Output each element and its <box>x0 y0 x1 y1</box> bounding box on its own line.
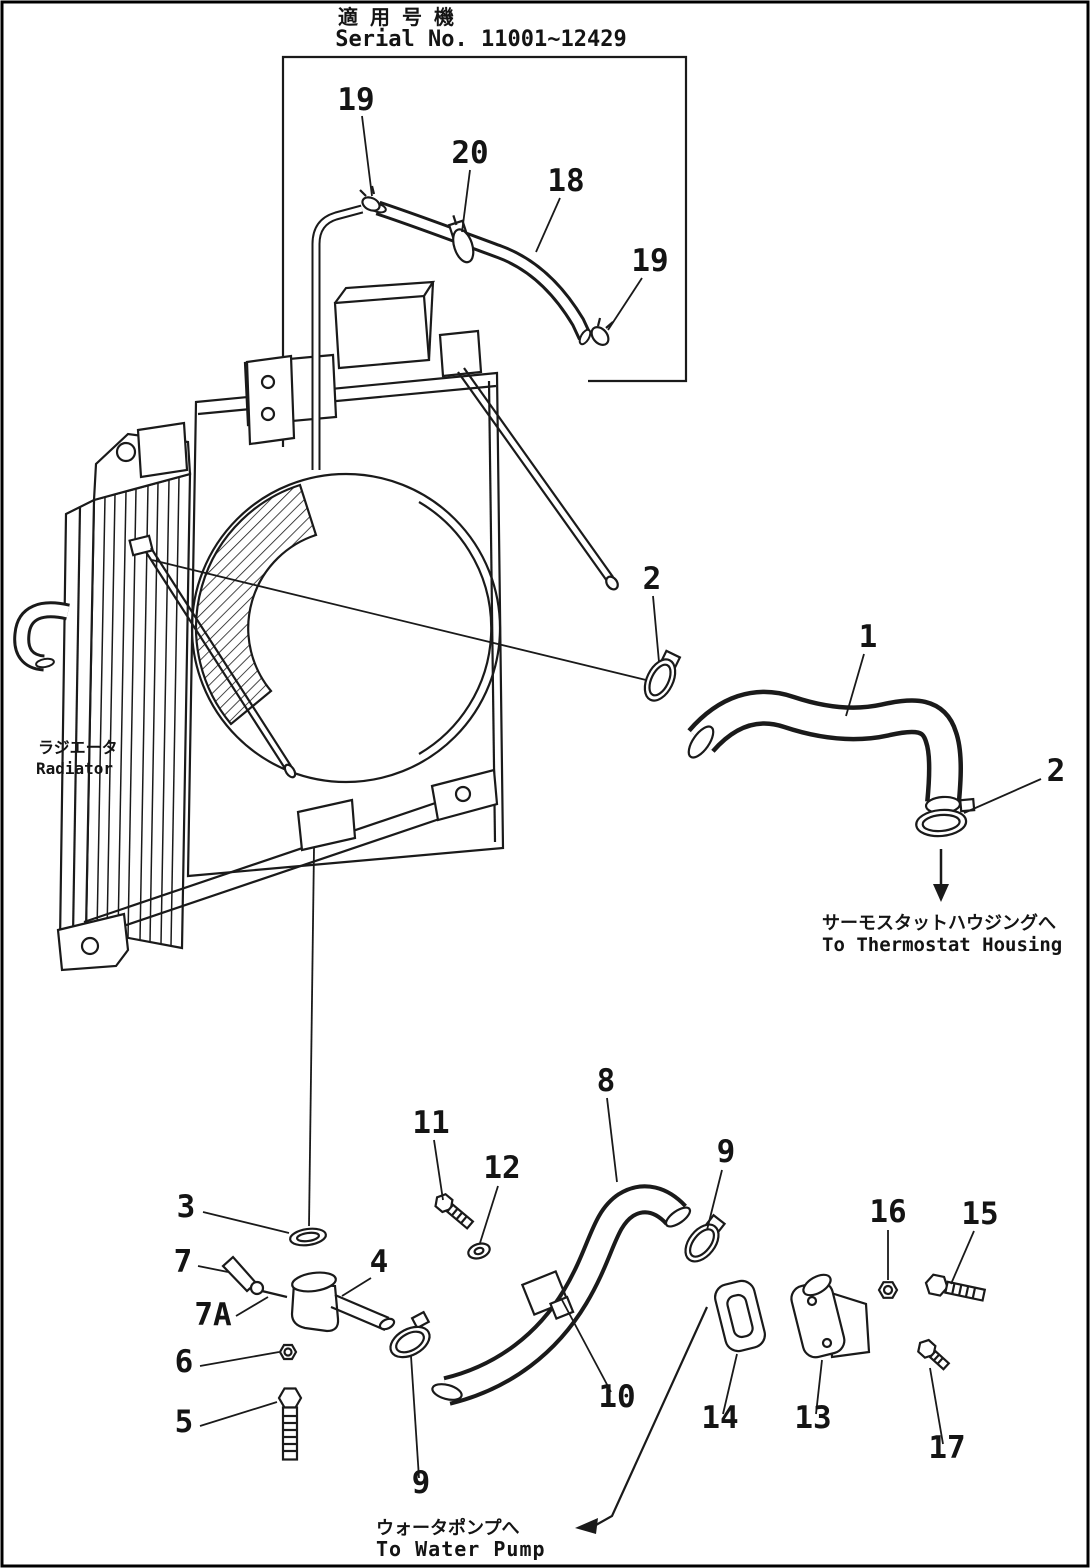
bracket-10 <box>520 1269 575 1321</box>
callout-8: 8 <box>597 1063 616 1099</box>
leader-lines <box>197 115 1042 1479</box>
leader-14 <box>722 1353 738 1415</box>
overflow-tube <box>311 204 364 470</box>
callout-7a: 7A <box>194 1297 232 1333</box>
callout-16: 16 <box>869 1194 906 1230</box>
hose-18 <box>369 200 592 346</box>
callout-10: 10 <box>598 1379 635 1415</box>
clamp-20 <box>447 215 475 264</box>
callout-2-a: 2 <box>643 561 662 597</box>
leader-9-a <box>410 1355 420 1479</box>
serial-range-label: Serial No. 11001~12429 <box>335 27 626 52</box>
leader-7 <box>197 1265 229 1273</box>
housing-13 <box>790 1273 871 1359</box>
leader-12 <box>479 1185 499 1244</box>
callout-19-b: 19 <box>631 243 668 279</box>
radiator-inlet-pointer-line <box>151 559 647 681</box>
callout-4: 4 <box>370 1244 389 1280</box>
bolt-5 <box>277 1387 303 1461</box>
drain-valve-4 <box>290 1271 396 1333</box>
leader-11 <box>433 1139 444 1201</box>
serial-applicability-bracket <box>281 55 688 447</box>
to-thermostat-label-en: To Thermostat Housing <box>822 934 1062 956</box>
core-fins <box>96 476 180 947</box>
to-water-pump-label-jp: ウォータポンプへ <box>376 1517 519 1539</box>
callout-7: 7 <box>174 1244 193 1280</box>
leader-9-b <box>706 1169 723 1231</box>
callout-12: 12 <box>483 1150 520 1186</box>
leader-8 <box>606 1097 618 1183</box>
leader-5 <box>199 1401 278 1427</box>
hose-1 <box>687 689 963 815</box>
callout-11: 11 <box>412 1105 449 1141</box>
applicability-label: 適用号機 <box>338 5 466 29</box>
callout-18: 18 <box>547 163 584 199</box>
washer-12 <box>467 1242 491 1260</box>
leader-17 <box>929 1367 944 1445</box>
leader-4 <box>341 1277 372 1297</box>
wing-cock-7 <box>221 1255 288 1299</box>
bolt-15 <box>924 1273 987 1302</box>
callout-14: 14 <box>701 1400 738 1436</box>
callout-17: 17 <box>928 1430 965 1466</box>
callout-20: 20 <box>451 135 488 171</box>
clip-19-b <box>590 317 614 346</box>
clamp-2-a <box>643 649 682 702</box>
gasket-14 <box>714 1279 766 1353</box>
clip-19-a <box>359 185 381 212</box>
nut-6 <box>278 1343 298 1361</box>
oring-3 <box>289 1227 327 1247</box>
callout-1: 1 <box>859 619 878 655</box>
callout-3: 3 <box>177 1189 196 1225</box>
radiator-drain-line <box>308 847 315 1227</box>
leader-19-b <box>607 277 643 331</box>
callout-9-a: 9 <box>412 1465 431 1501</box>
radiator-label-jp: ラジエータ <box>38 738 118 757</box>
callout-15: 15 <box>961 1196 998 1232</box>
leader-20 <box>461 169 471 233</box>
clamp-9-a <box>389 1310 431 1359</box>
callout-5: 5 <box>175 1404 194 1440</box>
to-water-pump-label-en: To Water Pump <box>376 1537 546 1561</box>
radiator-label-en: Radiator <box>36 759 113 778</box>
leader-13 <box>815 1359 823 1415</box>
callout-13: 13 <box>794 1400 831 1436</box>
leader-3 <box>202 1211 290 1234</box>
plug-17 <box>917 1338 951 1371</box>
clamp-2-b <box>915 797 976 838</box>
radiator-assembly <box>56 280 619 972</box>
water-pump-arrow <box>575 1306 709 1534</box>
thermostat-arrow <box>933 849 949 902</box>
leader-10 <box>561 1299 612 1393</box>
bolt-11 <box>434 1192 475 1230</box>
radiator-outlet-curl <box>13 601 70 672</box>
callout-2-b: 2 <box>1047 753 1066 789</box>
callout-19-a: 19 <box>337 82 374 118</box>
callout-labels: 19 20 18 19 2 1 2 8 11 9 12 3 16 15 7 4 … <box>174 82 1066 1501</box>
hose-8 <box>431 1184 692 1406</box>
nut-16 <box>877 1281 899 1299</box>
leader-2-b <box>963 778 1042 814</box>
leader-19-a <box>361 115 373 197</box>
leader-2-a <box>652 595 660 663</box>
leader-1 <box>845 653 865 717</box>
leader-18 <box>535 197 561 253</box>
clamp-9-b <box>684 1213 727 1263</box>
to-thermostat-label-jp: サーモスタットハウジングへ <box>822 912 1056 934</box>
leader-7a <box>235 1296 269 1317</box>
leader-15 <box>950 1230 975 1285</box>
callout-6: 6 <box>175 1344 194 1380</box>
callout-9-b: 9 <box>717 1134 736 1170</box>
leader-6 <box>199 1351 280 1367</box>
